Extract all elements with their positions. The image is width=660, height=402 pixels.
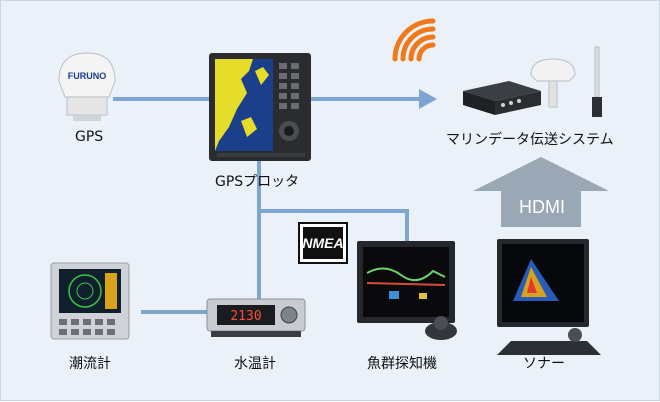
sonar-label: ソナー (523, 356, 565, 372)
gps-plotter-device (209, 53, 311, 161)
arrow-up-icon (473, 157, 609, 227)
water-temp-label: 水温計 (234, 356, 276, 372)
water-temp-device: 2130 (206, 298, 306, 337)
hdmi-arrow: HDMI (473, 157, 609, 227)
gps-label: GPS (75, 129, 104, 145)
gps-brand-logo: FURUNO (68, 71, 107, 81)
tidal-meter-device (50, 262, 130, 340)
gps-antenna: FURUNO (58, 52, 116, 121)
marine-system-label: マリンデータ伝送システム (446, 132, 614, 148)
plotter-label: GPSプロッタ (215, 174, 300, 190)
arrow-right-icon (419, 89, 437, 109)
marine-system-device (463, 46, 602, 117)
fish-finder-device (357, 241, 457, 340)
connection-lines (113, 97, 419, 314)
nmea-badge: NMEA (298, 222, 348, 264)
wifi-signal-icon (392, 18, 436, 62)
water-temp-readout: 2130 (230, 309, 261, 324)
fish-finder-label: 魚群探知機 (367, 356, 437, 372)
sonar-device (497, 239, 601, 355)
tidal-meter-label: 潮流計 (69, 356, 111, 372)
hdmi-badge: HDMI (519, 197, 565, 217)
nmea-badge-text: NMEA (302, 235, 343, 251)
